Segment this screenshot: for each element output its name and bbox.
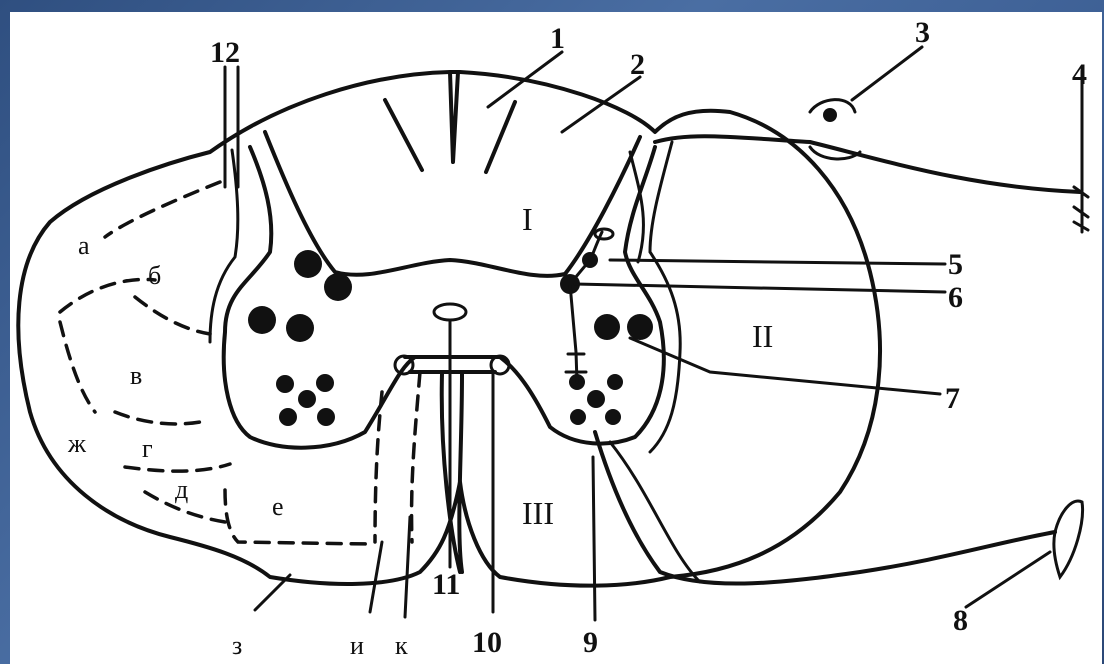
- label-2: 2: [630, 48, 645, 81]
- region-I: I: [522, 201, 533, 237]
- receptor-4: [1074, 72, 1088, 232]
- diagram-canvas: 1 2 3 4 5 6 7 8 9 10 11 12 I II III а б …: [10, 12, 1102, 664]
- tract-label-a: а: [78, 231, 90, 260]
- posterior-median-septum: [450, 72, 458, 162]
- tract-label-v: в: [130, 361, 142, 390]
- fasciculus-divider-left: [385, 100, 422, 170]
- tract-label-b: б: [148, 261, 161, 290]
- label-1: 1: [550, 22, 565, 55]
- fasciculus-divider-right: [486, 102, 515, 172]
- label-3: 3: [915, 16, 930, 49]
- tract-label-d: д: [175, 475, 188, 504]
- tract-label-z: з: [232, 631, 242, 660]
- tract-label-k: к: [395, 631, 408, 660]
- label-8: 8: [953, 604, 968, 637]
- tract-label-e: е: [272, 492, 284, 521]
- tract-border-3: [135, 297, 210, 334]
- tract-border-1: [105, 182, 220, 237]
- tract-border-4: [60, 322, 95, 412]
- anterior-median-fissure: [442, 374, 462, 572]
- label-6: 6: [948, 281, 963, 314]
- label-11: 11: [432, 568, 460, 601]
- central-canal: [434, 304, 466, 320]
- spinal-cord-diagram: 1 2 3 4 5 6 7 8 9 10 11 12 I II III а б …: [10, 12, 1102, 664]
- ganglion-cell: [823, 108, 837, 122]
- dorsal-root: [655, 136, 1080, 192]
- tract-label-g: г: [142, 434, 153, 463]
- anterior-commissure: [405, 357, 500, 372]
- region-II: II: [752, 318, 773, 354]
- label-12: 12: [210, 36, 240, 69]
- synapse-5: [595, 229, 613, 239]
- label-7: 7: [945, 382, 960, 415]
- label-10: 10: [472, 626, 502, 659]
- nuclei-left: [248, 250, 352, 426]
- tract-border-10: [412, 372, 420, 542]
- tract-border-6: [125, 464, 230, 471]
- tract-border-8: [225, 490, 370, 544]
- tract-label-zh: ж: [67, 429, 87, 458]
- label-5: 5: [948, 248, 963, 281]
- label-9: 9: [583, 626, 598, 659]
- effector-8: [1054, 501, 1083, 577]
- label-4: 4: [1072, 58, 1087, 91]
- tract-label-i: и: [350, 631, 364, 660]
- tract-border-5: [115, 412, 200, 424]
- region-III: III: [522, 495, 554, 531]
- tract-border-2: [60, 279, 155, 312]
